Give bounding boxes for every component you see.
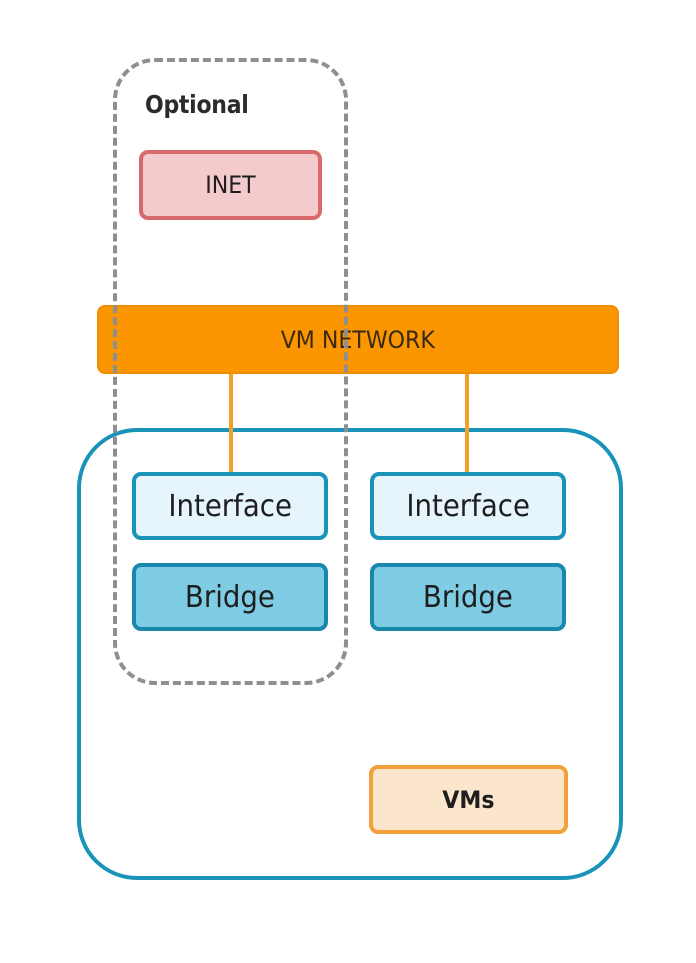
bridge-label: Bridge [423,579,513,615]
network-link-right [465,372,469,472]
interface-label: Interface [406,488,530,524]
vm-network-label: VM NETWORK [280,325,436,354]
vms-box: VMs [369,765,568,834]
network-link-left [229,372,233,472]
host-container [77,428,623,880]
inet-label: INET [205,171,256,199]
bridge-box-right: Bridge [370,563,566,631]
optional-label: Optional [145,90,249,119]
optional-region [113,58,348,685]
interface-box-right: Interface [370,472,566,540]
vms-label: VMs [442,785,495,814]
interface-box-left: Interface [132,472,328,540]
vm-network-box: VM NETWORK [97,305,619,374]
bridge-box-left: Bridge [132,563,328,631]
interface-label: Interface [168,488,292,524]
bridge-label: Bridge [185,579,275,615]
inet-box: INET [139,150,322,220]
